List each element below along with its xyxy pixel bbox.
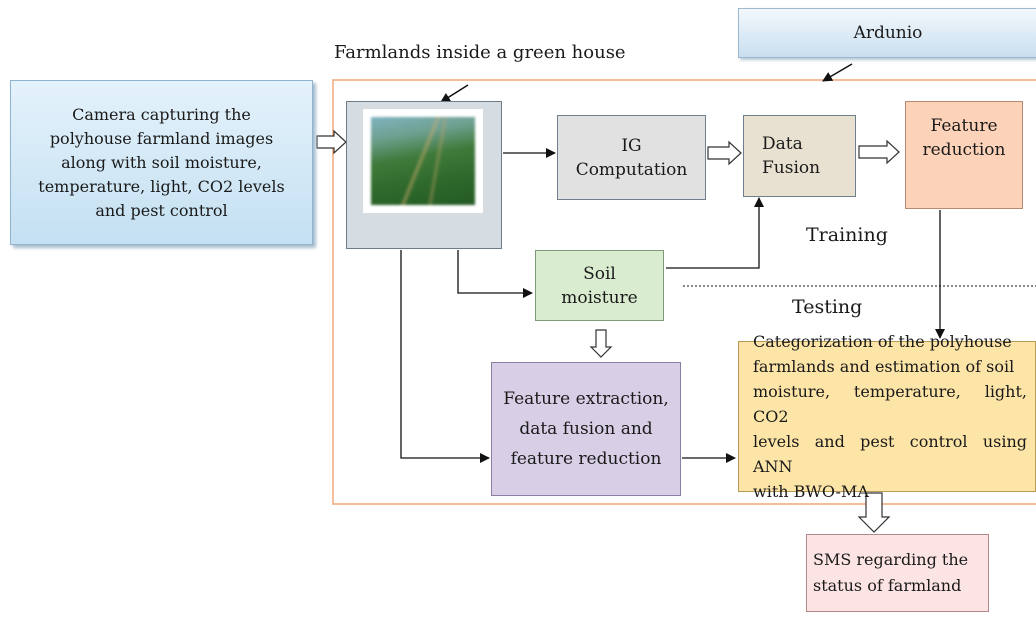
- fusion-box-line: Data: [762, 134, 803, 154]
- fusion-to-reduction-hollow-arrow: [858, 139, 900, 165]
- categorization-box-line: Categorization of the polyhouse: [753, 332, 1012, 351]
- soil-box-line: Soil: [583, 263, 616, 284]
- extraction-box-line: Feature extraction,: [503, 389, 669, 409]
- reduction-box-line: Feature: [930, 116, 998, 136]
- soil-to-extraction-hollow-arrow: [589, 329, 613, 358]
- soil-box-line: moisture: [561, 287, 638, 308]
- categorization-to-sms-hollow-arrow: [857, 492, 891, 533]
- reduction-box-line: reduction: [922, 140, 1006, 160]
- categorization-box: Categorization of the polyhouse farmland…: [738, 332, 1036, 501]
- soil-to-fusion-arrow: [666, 197, 764, 269]
- data-fusion-box: Data Fusion: [743, 115, 856, 197]
- extraction-box-line: data fusion and: [519, 419, 653, 439]
- training-label: Training: [806, 224, 888, 246]
- camera-box-line: along with soil moisture,: [61, 152, 262, 172]
- sms-box-line: status of farmland: [813, 576, 962, 595]
- image-to-soil-arrow: [457, 250, 533, 298]
- categorization-box-line: farmlands and estimation of soil: [753, 357, 1015, 376]
- categorization-box-line: levels and pest control using ANN: [753, 432, 1027, 476]
- camera-box-line: Camera capturing the: [72, 104, 251, 124]
- sms-box: SMS regarding the status of farmland: [806, 534, 989, 612]
- feature-extraction-box: Feature extraction, data fusion and feat…: [491, 362, 681, 496]
- ig-to-fusion-hollow-arrow: [707, 140, 742, 166]
- greenhouse-label: Farmlands inside a green house: [334, 42, 626, 63]
- arduino-pointer-arrow: [822, 63, 853, 82]
- fusion-box-line: Fusion: [762, 158, 821, 178]
- sms-box-line: SMS regarding the: [813, 550, 969, 569]
- ig-box-line: IG: [621, 135, 642, 156]
- camera-box-line: polyhouse farmland images: [49, 128, 274, 148]
- camera-to-image-hollow-arrow: [316, 129, 347, 155]
- ig-box-line: Computation: [575, 159, 688, 180]
- farmland-photo: [363, 109, 483, 213]
- soil-moisture-box: Soil moisture: [535, 250, 664, 321]
- extraction-box-line: feature reduction: [510, 449, 662, 469]
- testing-label: Testing: [792, 296, 863, 318]
- arduino-label: Ardunio: [853, 23, 923, 43]
- categorization-box-line: moisture, temperature, light, CO2: [753, 382, 1027, 426]
- greenhouse-pointer-arrow: [440, 84, 469, 103]
- categorization-box-line: with BWO-MA: [753, 482, 869, 501]
- camera-capture-box: Camera capturing the polyhouse farmland …: [10, 80, 313, 245]
- greenhouse-boundary: [332, 79, 1036, 505]
- camera-box-line: and pest control: [95, 200, 228, 220]
- image-to-extraction-arrow: [400, 250, 490, 463]
- ig-computation-box: IG Computation: [557, 115, 706, 200]
- feature-reduction-box: Feature reduction: [905, 101, 1023, 209]
- camera-box-line: temperature, light, CO2 levels: [38, 176, 285, 196]
- arduino-box: Ardunio: [738, 8, 1036, 58]
